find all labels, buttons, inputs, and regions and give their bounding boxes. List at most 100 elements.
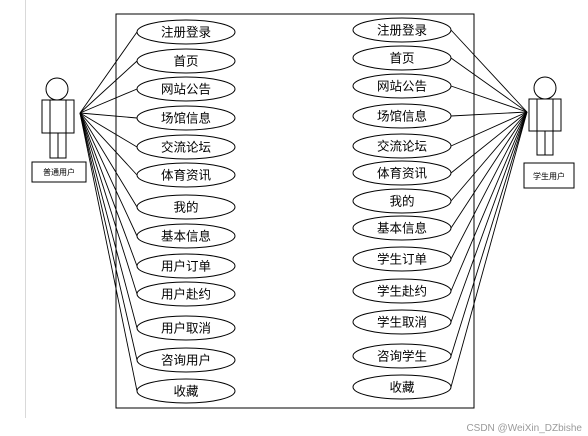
association-line-left-5	[79, 112, 138, 148]
use-case-left-1: 注册登录	[136, 19, 236, 45]
use-case-ellipse	[352, 343, 452, 369]
use-case-ellipse	[136, 253, 236, 279]
association-line-right-3	[450, 85, 528, 113]
use-case-ellipse	[136, 48, 236, 74]
use-case-right-3: 网站公告	[352, 73, 452, 99]
use-case-ellipse	[352, 374, 452, 400]
association-line-right-6	[450, 111, 528, 174]
use-case-label: 体育资讯	[377, 166, 428, 181]
canvas-frame	[26, 0, 588, 418]
association-line-right-13	[450, 111, 528, 388]
use-case-ellipse	[136, 19, 236, 45]
use-case-ellipse	[352, 160, 452, 186]
association-line-right-7	[450, 111, 528, 202]
use-case-ellipse	[136, 162, 236, 188]
association-lines	[79, 29, 528, 392]
association-line-left-11	[79, 112, 138, 329]
association-line-right-11	[450, 111, 528, 323]
association-line-left-8	[79, 112, 138, 237]
use-case-label: 学生取消	[377, 315, 427, 330]
actor-left-figure	[41, 77, 75, 159]
use-case-left-2: 首页	[136, 48, 236, 74]
use-case-ellipse	[136, 378, 236, 404]
use-case-label: 网站公告	[377, 79, 427, 94]
association-line-left-10	[79, 112, 138, 295]
use-case-ellipse	[136, 134, 236, 160]
use-case-label: 场馆信息	[377, 109, 427, 124]
association-line-right-5	[450, 111, 528, 147]
association-line-right-2	[450, 57, 528, 113]
use-case-left-3: 网站公告	[136, 76, 236, 102]
use-case-left-9: 用户订单	[136, 253, 236, 279]
use-case-ellipse	[136, 315, 236, 341]
use-case-label: 交流论坛	[161, 140, 211, 155]
use-case-left-8: 基本信息	[136, 223, 236, 249]
use-case-right-1: 注册登录	[352, 17, 452, 43]
use-case-ellipse	[136, 194, 236, 220]
use-case-label: 体育资讯	[161, 168, 212, 183]
watermark: CSDN @WeiXin_DZbishe	[466, 423, 582, 434]
association-line-left-4	[79, 112, 138, 119]
use-case-right-8: 基本信息	[352, 215, 452, 241]
use-case-column-right: 注册登录首页网站公告场馆信息交流论坛体育资讯我的基本信息学生订单学生赴约学生取消…	[352, 17, 452, 400]
use-case-ellipse	[352, 188, 452, 214]
use-case-label: 首页	[173, 54, 198, 69]
use-case-label: 基本信息	[377, 221, 427, 236]
association-line-left-2	[79, 60, 138, 114]
association-line-right-4	[450, 111, 528, 117]
use-case-right-7: 我的	[352, 188, 452, 214]
use-case-right-12: 咨询学生	[352, 343, 452, 369]
association-line-right-1	[450, 29, 528, 113]
use-case-label: 学生赴约	[377, 284, 427, 299]
use-case-left-10: 用户赴约	[136, 281, 236, 307]
actor-right-label: 学生用户	[533, 171, 565, 181]
use-case-right-4: 场馆信息	[352, 103, 452, 129]
use-case-ellipse	[136, 105, 236, 131]
actor-left: 普通用户	[31, 77, 87, 183]
use-case-label: 注册登录	[377, 23, 427, 38]
use-case-right-10: 学生赴约	[352, 278, 452, 304]
use-case-ellipse	[136, 76, 236, 102]
use-case-ellipse	[352, 103, 452, 129]
system-boundary	[115, 13, 475, 409]
use-case-label: 首页	[389, 51, 414, 66]
use-case-right-13: 收藏	[352, 374, 452, 400]
association-line-right-9	[450, 111, 528, 260]
use-case-right-9: 学生订单	[352, 246, 452, 272]
use-case-left-6: 体育资讯	[136, 162, 236, 188]
use-case-ellipse	[352, 17, 452, 43]
use-case-ellipse	[136, 347, 236, 373]
use-case-right-11: 学生取消	[352, 309, 452, 335]
association-line-right-10	[450, 111, 528, 292]
association-line-left-9	[79, 112, 138, 267]
use-case-label: 学生订单	[377, 252, 427, 267]
use-case-ellipse	[352, 133, 452, 159]
use-case-left-4: 场馆信息	[136, 105, 236, 131]
use-case-label: 用户赴约	[161, 287, 211, 302]
actor-left-label: 普通用户	[43, 167, 75, 177]
use-case-label: 交流论坛	[377, 139, 427, 154]
association-line-left-13	[79, 112, 138, 392]
actor-right: 学生用户	[523, 76, 575, 189]
use-case-ellipse	[352, 45, 452, 71]
use-case-label: 网站公告	[161, 82, 211, 97]
association-line-right-8	[450, 111, 528, 229]
association-line-left-6	[79, 112, 138, 176]
use-case-ellipse	[352, 278, 452, 304]
association-line-left-1	[79, 31, 138, 114]
use-case-label: 咨询用户	[161, 353, 211, 368]
use-case-ellipse	[352, 73, 452, 99]
use-case-ellipse	[136, 281, 236, 307]
use-case-label: 收藏	[173, 384, 199, 399]
use-case-column-left: 注册登录首页网站公告场馆信息交流论坛体育资讯我的基本信息用户订单用户赴约用户取消…	[136, 19, 236, 404]
use-case-ellipse	[352, 246, 452, 272]
use-case-label: 场馆信息	[161, 111, 211, 126]
use-case-left-11: 用户取消	[136, 315, 236, 341]
use-case-left-13: 收藏	[136, 378, 236, 404]
use-case-right-5: 交流论坛	[352, 133, 452, 159]
use-case-ellipse	[352, 309, 452, 335]
use-case-ellipse	[352, 215, 452, 241]
use-case-label: 咨询学生	[377, 349, 427, 364]
